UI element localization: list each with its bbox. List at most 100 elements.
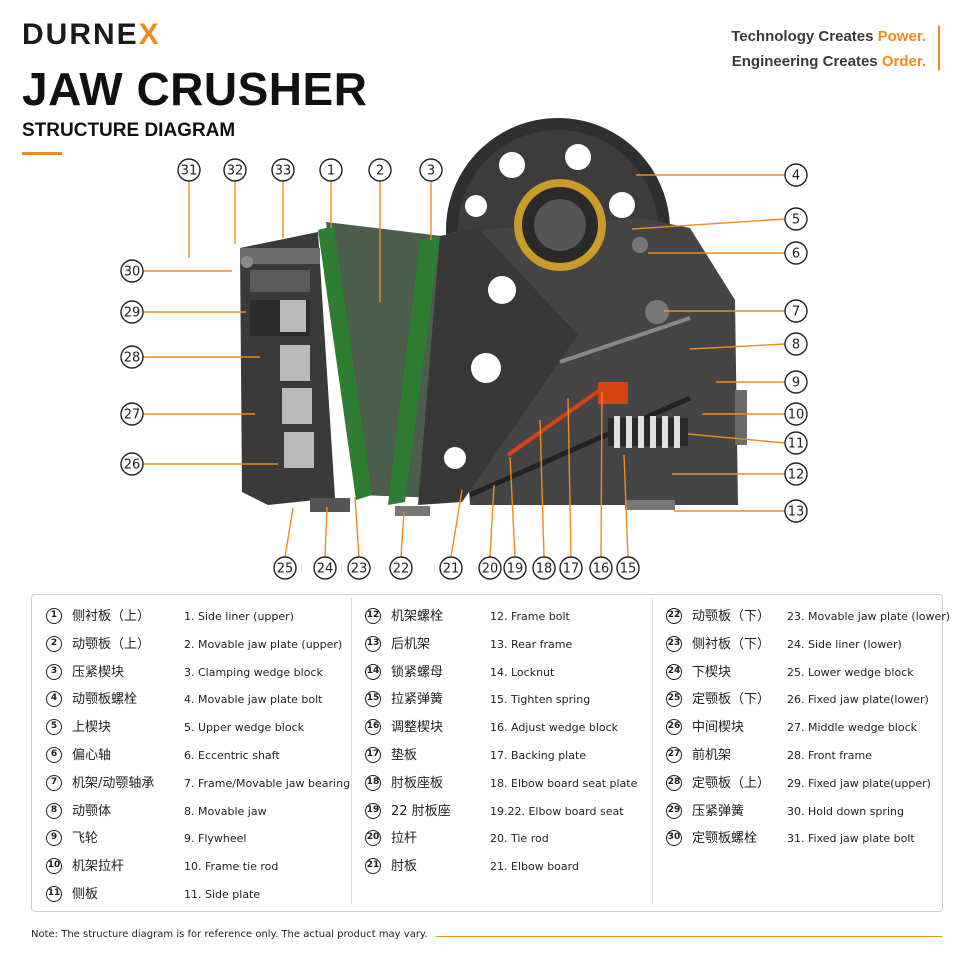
callout-leader-line [631, 218, 786, 230]
legend-english-label: 4. Movable jaw plate bolt [184, 693, 323, 707]
legend-number: 22 [666, 608, 682, 624]
callout-number: 7 [792, 305, 800, 320]
legend-number: 24 [666, 663, 682, 680]
legend-number: 25 [666, 691, 682, 708]
callout-number: 9 [792, 376, 800, 391]
legend-english-label: 1. Side liner (upper) [184, 610, 294, 623]
legend-english-label: 8. Movable jaw [184, 804, 267, 818]
legend-number: 16 [365, 719, 381, 736]
callout-leader-line [539, 419, 545, 558]
callout-circle [478, 556, 502, 580]
legend-chinese-label: 压紧楔块 [72, 664, 125, 680]
legend-number: 23 [666, 635, 682, 652]
callout-leader-line [284, 507, 294, 558]
callout-number: 25 [277, 562, 294, 577]
callout-circle [784, 241, 808, 265]
legend-number: 7 [46, 774, 62, 791]
callout-number: 29 [124, 306, 141, 321]
callout-circle [439, 556, 463, 580]
callout-number: 2 [376, 164, 384, 179]
callout-leader-line [400, 511, 405, 558]
callout-circle [784, 402, 808, 426]
callout-leader-line [450, 489, 463, 558]
legend-english-label: 13. Rear frame [490, 637, 573, 651]
legend-chinese-label: 动颚板（下） [692, 609, 771, 624]
legend-english-label: 6. Eccentric shaft [184, 749, 280, 762]
legend-english-label: 5. Upper wedge block [184, 721, 304, 735]
callout-number: 15 [620, 562, 637, 577]
title-underline [22, 152, 62, 155]
legend-chinese-label: 中间楔块 [692, 720, 745, 736]
callout-circle [319, 158, 343, 182]
callout-number: 22 [393, 562, 410, 577]
legend-number: 12 [365, 608, 381, 624]
legend-chinese-label: 肘板座板 [391, 775, 444, 791]
page-title: JAW CRUSHER [22, 63, 368, 115]
callout-leader-line [509, 456, 516, 558]
legend-chinese-label: 锁紧螺母 [391, 664, 444, 680]
legend-number: 30 [666, 830, 682, 847]
movable-liner-drawing [388, 236, 440, 505]
legend-english-label: 9. Flywheel [184, 832, 247, 846]
callout-circle [177, 158, 201, 182]
legend-chinese-label: 机架螺栓 [391, 609, 444, 624]
callout-leader-line [354, 496, 360, 558]
legend-item: 15 拉紧弹簧 15. Tighten spring [365, 687, 655, 713]
page-subtitle: STRUCTURE DIAGRAM [22, 120, 236, 141]
legend-number: 18 [365, 774, 381, 791]
legend-chinese-label: 飞轮 [72, 831, 99, 847]
callout-number: 32 [227, 164, 244, 179]
callout-number: 16 [593, 562, 610, 577]
callout-number: 23 [351, 562, 368, 577]
callout-number: 6 [792, 247, 800, 262]
callout-leader-line [689, 343, 786, 350]
callout-number: 3 [427, 164, 435, 179]
legend-chinese-label: 压紧弹簧 [692, 803, 745, 819]
disclaimer-note: Note: The structure diagram is for refer… [31, 929, 428, 940]
legend-number: 1 [46, 608, 62, 624]
callout-circle [120, 300, 144, 324]
legend-divider [351, 598, 352, 904]
callout-circle [271, 158, 295, 182]
legend-english-label: 10. Frame tie rod [184, 860, 279, 874]
legend-chinese-label: 拉杆 [391, 831, 418, 847]
callout-circle [347, 556, 371, 580]
legend-chinese-label: 定颚板螺栓 [692, 831, 758, 847]
legend-number: 3 [46, 663, 62, 680]
legend-number: 20 [365, 830, 381, 847]
legend-number: 6 [46, 747, 62, 763]
legend-english-label: 26. Fixed jaw plate(lower) [787, 693, 929, 707]
legend-number: 29 [666, 802, 682, 819]
callout-circle [120, 345, 144, 369]
legend-number: 8 [46, 802, 62, 819]
legend-chinese-label: 肘板 [391, 859, 418, 875]
legend-chinese-label: 拉紧弹簧 [391, 692, 444, 708]
legend-number: 17 [365, 747, 381, 763]
callout-circle [532, 556, 556, 580]
fixed-liner-drawing [318, 226, 372, 500]
legend-english-label: 28. Front frame [787, 749, 872, 762]
legend-number: 9 [46, 830, 62, 847]
legend-number: 10 [46, 858, 62, 875]
callout-number: 10 [788, 408, 805, 423]
legend-chinese-label: 机架/动颚轴承 [72, 775, 155, 791]
legend-number: 11 [46, 886, 62, 902]
callout-leader-line [600, 391, 603, 558]
callout-number: 24 [317, 562, 334, 577]
legend-number: 15 [365, 691, 381, 708]
legend-chinese-label: 侧板 [72, 887, 99, 902]
legend-chinese-label: 定颚板（下） [692, 692, 771, 708]
legend-english-label: 15. Tighten spring [490, 693, 591, 707]
legend-chinese-label: 下楔块 [692, 664, 732, 680]
